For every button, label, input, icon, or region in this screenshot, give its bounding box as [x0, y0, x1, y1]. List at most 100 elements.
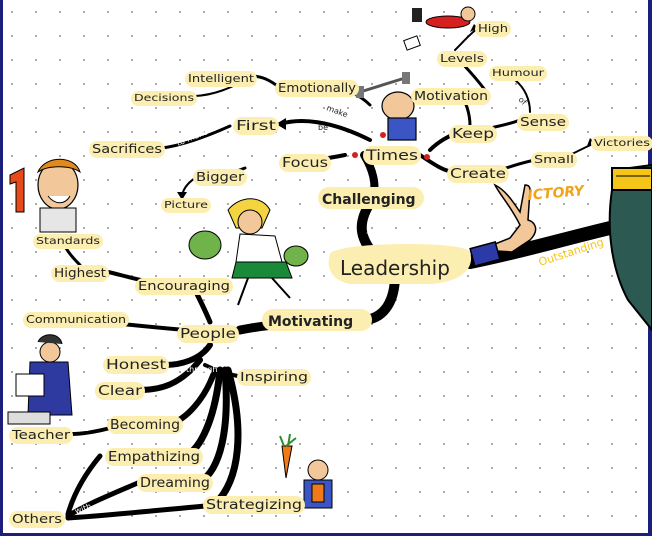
node-people: People	[177, 325, 239, 343]
connector-a: a	[84, 424, 89, 433]
node-encouraging: Encouraging	[135, 278, 233, 295]
center-node: Leadership	[328, 243, 472, 284]
victory-hand-icon	[469, 183, 537, 267]
branch-humour	[514, 79, 531, 113]
node-first: First	[233, 117, 279, 135]
becoming-label: Becoming	[110, 418, 180, 433]
victory-label: ICTORY	[527, 183, 587, 204]
create-label: Create	[450, 167, 506, 182]
node-clear: Clear	[95, 382, 145, 400]
node-sacrifices: Sacrifices	[89, 141, 165, 158]
node-intelligent: Intelligent	[185, 71, 257, 87]
node-dreaming: Dreaming	[137, 474, 213, 492]
node-victories: Victories	[591, 136, 652, 151]
keep-label: Keep	[452, 127, 494, 142]
node-humour: Humour	[489, 66, 547, 81]
teacher-label: Teacher	[11, 428, 70, 442]
connector-with: with	[74, 502, 93, 516]
connector-in-lower: in	[398, 297, 405, 306]
focus-label: Focus	[282, 156, 328, 171]
sacrifices-label: Sacrifices	[92, 142, 162, 156]
cheerleader-figure	[188, 198, 309, 306]
empathizing-label: Empathizing	[108, 450, 200, 465]
times-label: Times	[365, 148, 418, 164]
people-label: People	[180, 327, 236, 342]
branch-sense	[488, 118, 522, 130]
frame-left-border	[0, 0, 3, 536]
communication-label: Communication	[26, 313, 126, 326]
node-bigger: Bigger	[193, 169, 247, 186]
connector-be: be	[318, 123, 328, 132]
small-label: Small	[534, 153, 574, 166]
victories-label: Victories	[594, 138, 650, 149]
challenging-label: Challenging	[322, 192, 416, 208]
node-becoming: Becoming	[107, 416, 183, 434]
branch-teacher	[68, 426, 112, 436]
motivating-node: Motivating	[262, 309, 372, 331]
motivating-label: Motivating	[268, 314, 353, 330]
strategizing-label: Strategizing	[206, 498, 302, 513]
connector-in-upper: in	[365, 227, 376, 237]
others-label: Others	[12, 512, 62, 526]
highest-label: Highest	[54, 266, 106, 280]
node-sense: Sense	[517, 114, 569, 131]
connector-on: on	[254, 163, 266, 174]
node-honest: Honest	[103, 356, 169, 374]
red-dot-2	[352, 152, 358, 158]
node-strategizing: Strategizing	[203, 496, 305, 514]
node-empathizing: Empathizing	[105, 448, 203, 466]
arrow-first	[276, 118, 286, 130]
branch-strategizing	[211, 366, 242, 508]
node-times: Times	[363, 146, 421, 165]
motivation-label: Motivation	[414, 89, 488, 103]
intelligent-label: Intelligent	[188, 72, 255, 85]
node-emotionally: Emotionally	[275, 80, 359, 97]
inspiring-label: Inspiring	[240, 370, 308, 384]
frame-bottom-border	[0, 533, 652, 536]
node-levels: Levels	[437, 51, 487, 67]
connector-by: by	[186, 303, 199, 316]
bigger-label: Bigger	[196, 170, 244, 184]
red-dot-1	[380, 132, 386, 138]
branch-clear	[137, 357, 203, 393]
branch-others-c	[65, 503, 208, 521]
branch-high	[454, 27, 479, 51]
branch-honest	[162, 342, 213, 368]
encouraging-label: Encouraging	[138, 279, 230, 293]
node-teacher: Teacher	[9, 427, 73, 444]
humour-label: Humour	[492, 68, 545, 79]
high-label: High	[478, 22, 508, 35]
node-decisions: Decisions	[131, 91, 197, 106]
node-inspiring: Inspiring	[237, 369, 311, 386]
branch-first	[278, 119, 372, 142]
number-one-boy-figure	[9, 158, 81, 233]
node-create: Create	[447, 165, 509, 183]
center-label: Leadership	[340, 256, 450, 280]
node-communication: Communication	[23, 312, 129, 328]
node-focus: Focus	[279, 154, 331, 172]
emotionally-label: Emotionally	[278, 81, 356, 95]
node-others: Others	[9, 511, 65, 528]
standards-label: Standards	[36, 236, 100, 247]
branch-others-a	[65, 453, 103, 517]
levels-label: Levels	[440, 52, 484, 65]
connector-make: make	[325, 103, 349, 119]
node-picture: Picture	[161, 198, 211, 213]
weightlifter-figure	[356, 72, 417, 141]
node-highest: Highest	[51, 265, 109, 282]
connector-to-make: to make	[175, 127, 209, 148]
teacher-figure	[7, 334, 73, 425]
branch-sacrifices	[160, 124, 232, 150]
node-motivation: Motivation	[411, 88, 491, 105]
decisions-label: Decisions	[134, 93, 194, 104]
node-keep: Keep	[449, 125, 497, 143]
sense-label: Sense	[520, 115, 566, 129]
connector-through: through	[186, 365, 217, 374]
node-small: Small	[531, 152, 577, 168]
challenging-node: Challenging	[318, 187, 424, 209]
trophy-icon	[608, 163, 652, 332]
picture-label: Picture	[164, 200, 208, 211]
dreaming-label: Dreaming	[140, 476, 210, 491]
honest-label: Honest	[106, 358, 166, 373]
